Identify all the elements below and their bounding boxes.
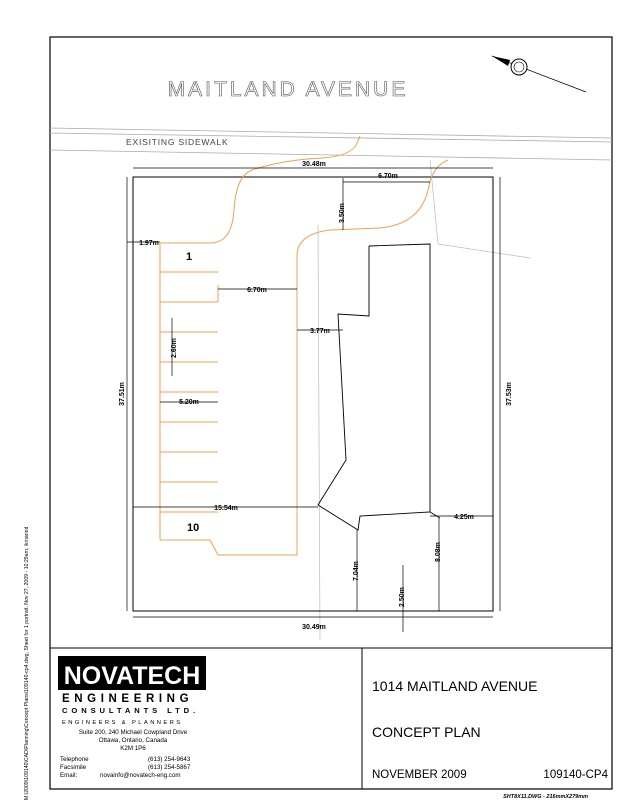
faint-context-lines (317, 159, 531, 641)
dim-right-depth: 37.53m (506, 382, 513, 406)
dim-rear-yard-b: 8.08m (435, 542, 442, 562)
dim-left-depth: 37.51m (119, 382, 126, 406)
dim-rear-yard-a: 7.04m (353, 561, 360, 581)
address-line-1: Suite 200, 240 Michael Cowpland Drive (79, 729, 188, 736)
dim-entrance-setback: 3.50m (339, 203, 346, 223)
drawing-title: CONCEPT PLAN (372, 724, 481, 740)
north-arrow-icon (491, 55, 587, 93)
telephone-label: Telephone (60, 756, 89, 763)
dim-stall-width: 2.60m (171, 338, 178, 358)
dim-rear-yard-c: 2.50m (399, 587, 406, 607)
company-consultants: CONSULTANTS LTD. (62, 706, 199, 715)
sheet-code: SHT8X11.DWG - 216mmX279mm (503, 794, 588, 800)
dim-rear-offset: 15.54m (214, 505, 238, 512)
dim-frontage-bottom: 30.49m (302, 624, 326, 631)
dimension-labels: 30.48m 30.49m 6.70m 3.50m 1.97m 6.70m 2.… (119, 161, 513, 631)
building-outline (317, 243, 431, 531)
dim-aisle-width: 6.70m (247, 287, 267, 294)
company-logo-text: NOVATECH (64, 662, 201, 690)
property-line (132, 176, 494, 612)
drawing-number: 109140-CP4 (543, 769, 608, 781)
drawing-date: NOVEMBER 2009 (372, 769, 467, 781)
email-label: Email: (60, 772, 77, 779)
street-name: MAITLAND AVENUE (168, 78, 409, 101)
company-tagline: ENGINEERS & PLANNERS (62, 720, 182, 726)
address-line-2: Ottawa, Ontario, Canada (99, 737, 168, 744)
company-engineering: ENGINEERING (62, 693, 193, 705)
facsimile-value: (613) 254-5867 (148, 764, 191, 771)
file-path-stamp: M:\2009\109140\CAD\Planning\Concept Plan… (24, 526, 30, 800)
building-corner-line (429, 511, 441, 519)
parking-curb-outline (159, 135, 449, 556)
dimension-lines (126, 167, 501, 632)
company-logo: NOVATECH (58, 656, 206, 690)
email-value: novainfo@novatech-eng.com (100, 772, 181, 779)
dim-frontage-top: 30.48m (302, 161, 326, 168)
dim-stall-length: 5.20m (179, 399, 199, 406)
sidewalk-label: EXISITING SIDEWALK (126, 137, 228, 147)
dim-east-offset: 4.25m (454, 514, 474, 521)
dim-side-setback: 1.97m (139, 240, 159, 247)
dim-building-offset: 3.77m (310, 328, 330, 335)
facsimile-label: Facsimile (60, 764, 87, 771)
project-title: 1014 MAITLAND AVENUE (372, 678, 537, 694)
parking-stall-first-number: 1 (186, 251, 192, 263)
sheet-border (49, 36, 613, 790)
existing-sidewalk (49, 127, 613, 161)
telephone-value: (613) 254-9643 (148, 756, 191, 763)
parking-stall-last-number: 10 (187, 522, 199, 534)
dim-entrance-width: 6.70m (378, 173, 398, 180)
address-line-3: K2M 1P6 (120, 745, 146, 752)
